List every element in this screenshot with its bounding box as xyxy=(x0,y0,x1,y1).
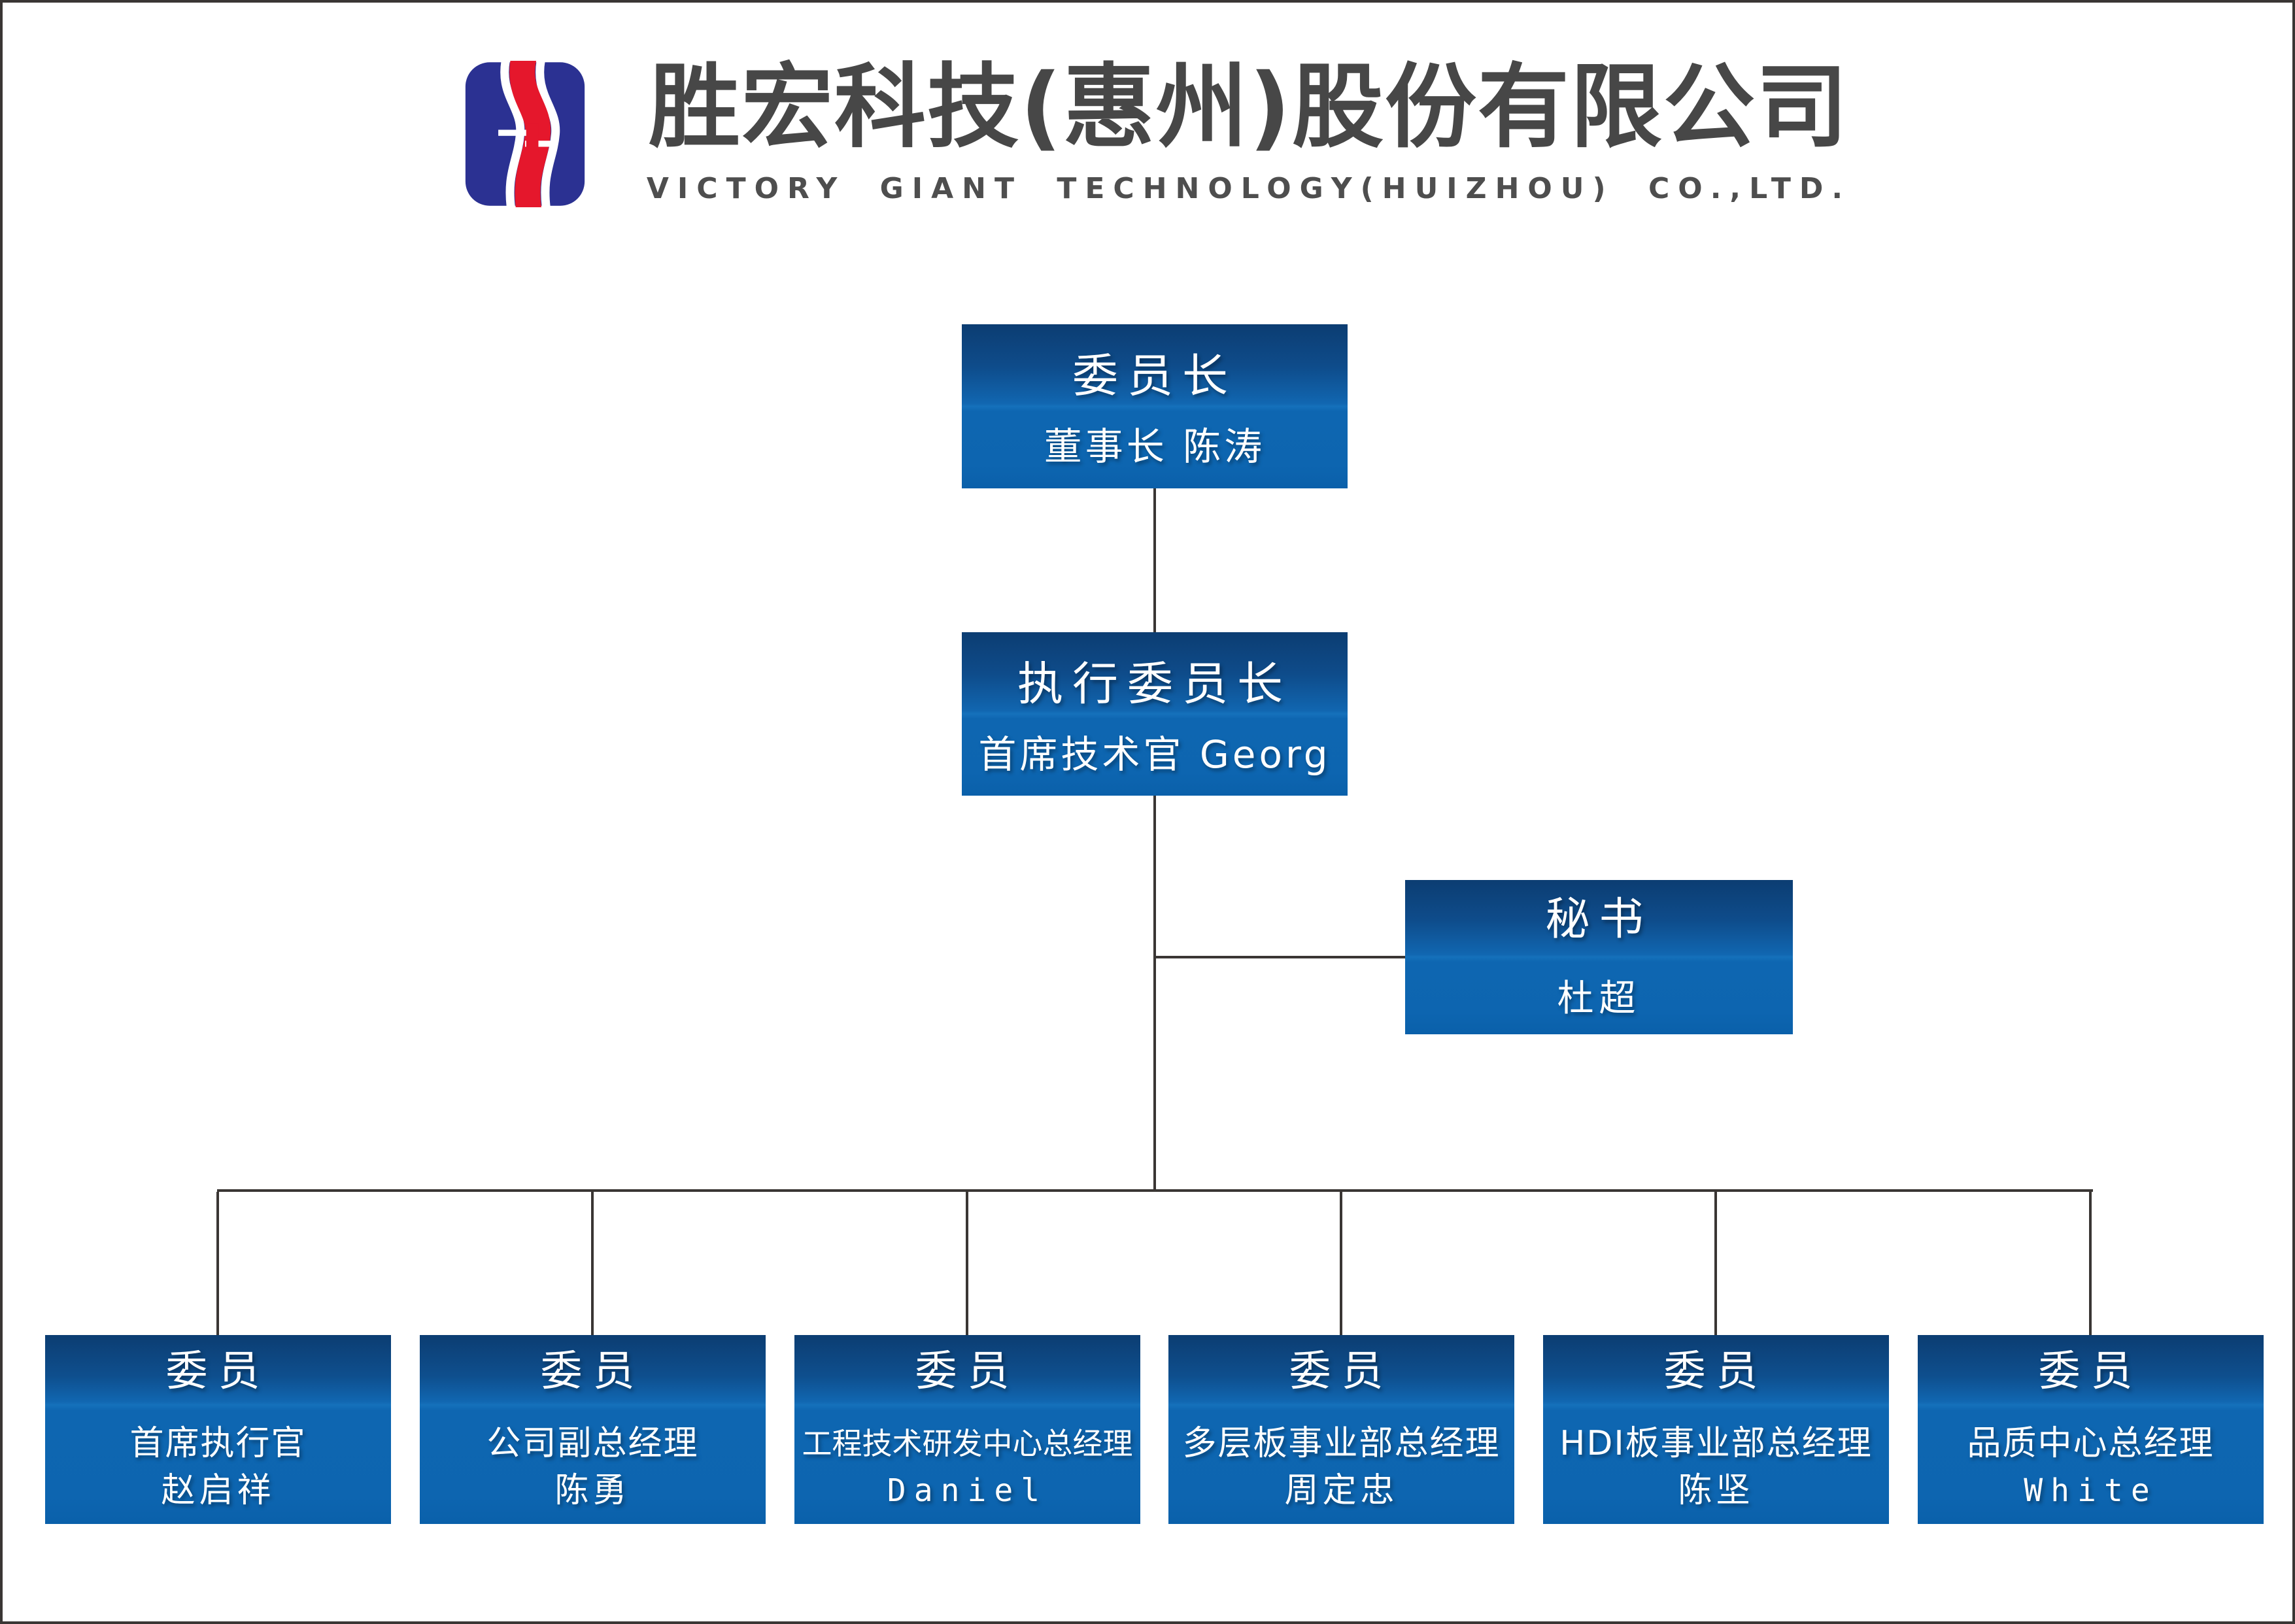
connector-member-drop xyxy=(966,1192,968,1335)
chairman-title: 委员长 xyxy=(1072,349,1237,403)
connector-member-drop xyxy=(1340,1192,1342,1335)
node-member: 委员 品质中心总经理 White xyxy=(1918,1335,2264,1524)
connector-member-drop xyxy=(591,1192,594,1335)
node-secretary: 秘书 杜超 xyxy=(1405,880,1793,1034)
member-title: 委员 xyxy=(1663,1347,1769,1396)
chairman-subtitle: 董事长 陈涛 xyxy=(1044,424,1266,469)
company-logo-icon xyxy=(465,61,585,207)
member-title: 委员 xyxy=(540,1347,645,1396)
node-chairman: 委员长 董事长 陈涛 xyxy=(962,324,1348,488)
member-role: HDI板事业部总经理 xyxy=(1559,1424,1873,1463)
company-name-en: VICTORY GIANT TECHNOLOGY(HUIZHOU) CO.,LT… xyxy=(646,172,1852,205)
secretary-title: 秘书 xyxy=(1545,894,1653,945)
member-role: 首席执行官 xyxy=(129,1424,307,1463)
member-name: 陈勇 xyxy=(554,1471,631,1510)
node-member: 委员 公司副总经理 陈勇 xyxy=(420,1335,766,1524)
node-member: 委员 HDI板事业部总经理 陈坚 xyxy=(1543,1335,1889,1524)
connector-members-rail xyxy=(217,1189,2093,1192)
member-title: 委员 xyxy=(915,1347,1020,1396)
connector-member-drop xyxy=(216,1192,219,1335)
company-name-zh: 胜宏科技(惠州)股份有限公司 xyxy=(649,54,1849,161)
connector-secretary-branch xyxy=(1153,956,1406,958)
node-member: 委员 首席执行官 赵启祥 xyxy=(45,1335,391,1524)
member-role: 工程技术研发中心总经理 xyxy=(802,1426,1133,1461)
node-member: 委员 工程技术研发中心总经理 Daniel xyxy=(794,1335,1140,1524)
node-member: 委员 多层板事业部总经理 周定忠 xyxy=(1168,1335,1514,1524)
secretary-subtitle: 杜超 xyxy=(1557,977,1641,1020)
member-title: 委员 xyxy=(2038,1347,2143,1396)
connector-exec-members xyxy=(1153,796,1156,1192)
connector-chairman-exec xyxy=(1153,488,1156,632)
member-name: White xyxy=(2024,1472,2158,1509)
member-name: 赵启祥 xyxy=(161,1471,275,1510)
executive-chairman-title: 执行委员长 xyxy=(1017,657,1292,711)
member-role: 品质中心总经理 xyxy=(1967,1424,2215,1463)
member-name: 陈坚 xyxy=(1678,1471,1754,1510)
executive-chairman-subtitle: 首席技术官 Georg xyxy=(978,732,1331,777)
node-executive-chairman: 执行委员长 首席技术官 Georg xyxy=(962,632,1348,796)
member-role: 公司副总经理 xyxy=(486,1424,699,1463)
connector-member-drop xyxy=(2089,1192,2092,1335)
member-title: 委员 xyxy=(165,1347,271,1396)
member-name: Daniel xyxy=(887,1472,1048,1509)
member-title: 委员 xyxy=(1289,1347,1394,1396)
connector-member-drop xyxy=(1714,1192,1717,1335)
member-name: 周定忠 xyxy=(1284,1471,1399,1510)
member-role: 多层板事业部总经理 xyxy=(1182,1424,1501,1463)
